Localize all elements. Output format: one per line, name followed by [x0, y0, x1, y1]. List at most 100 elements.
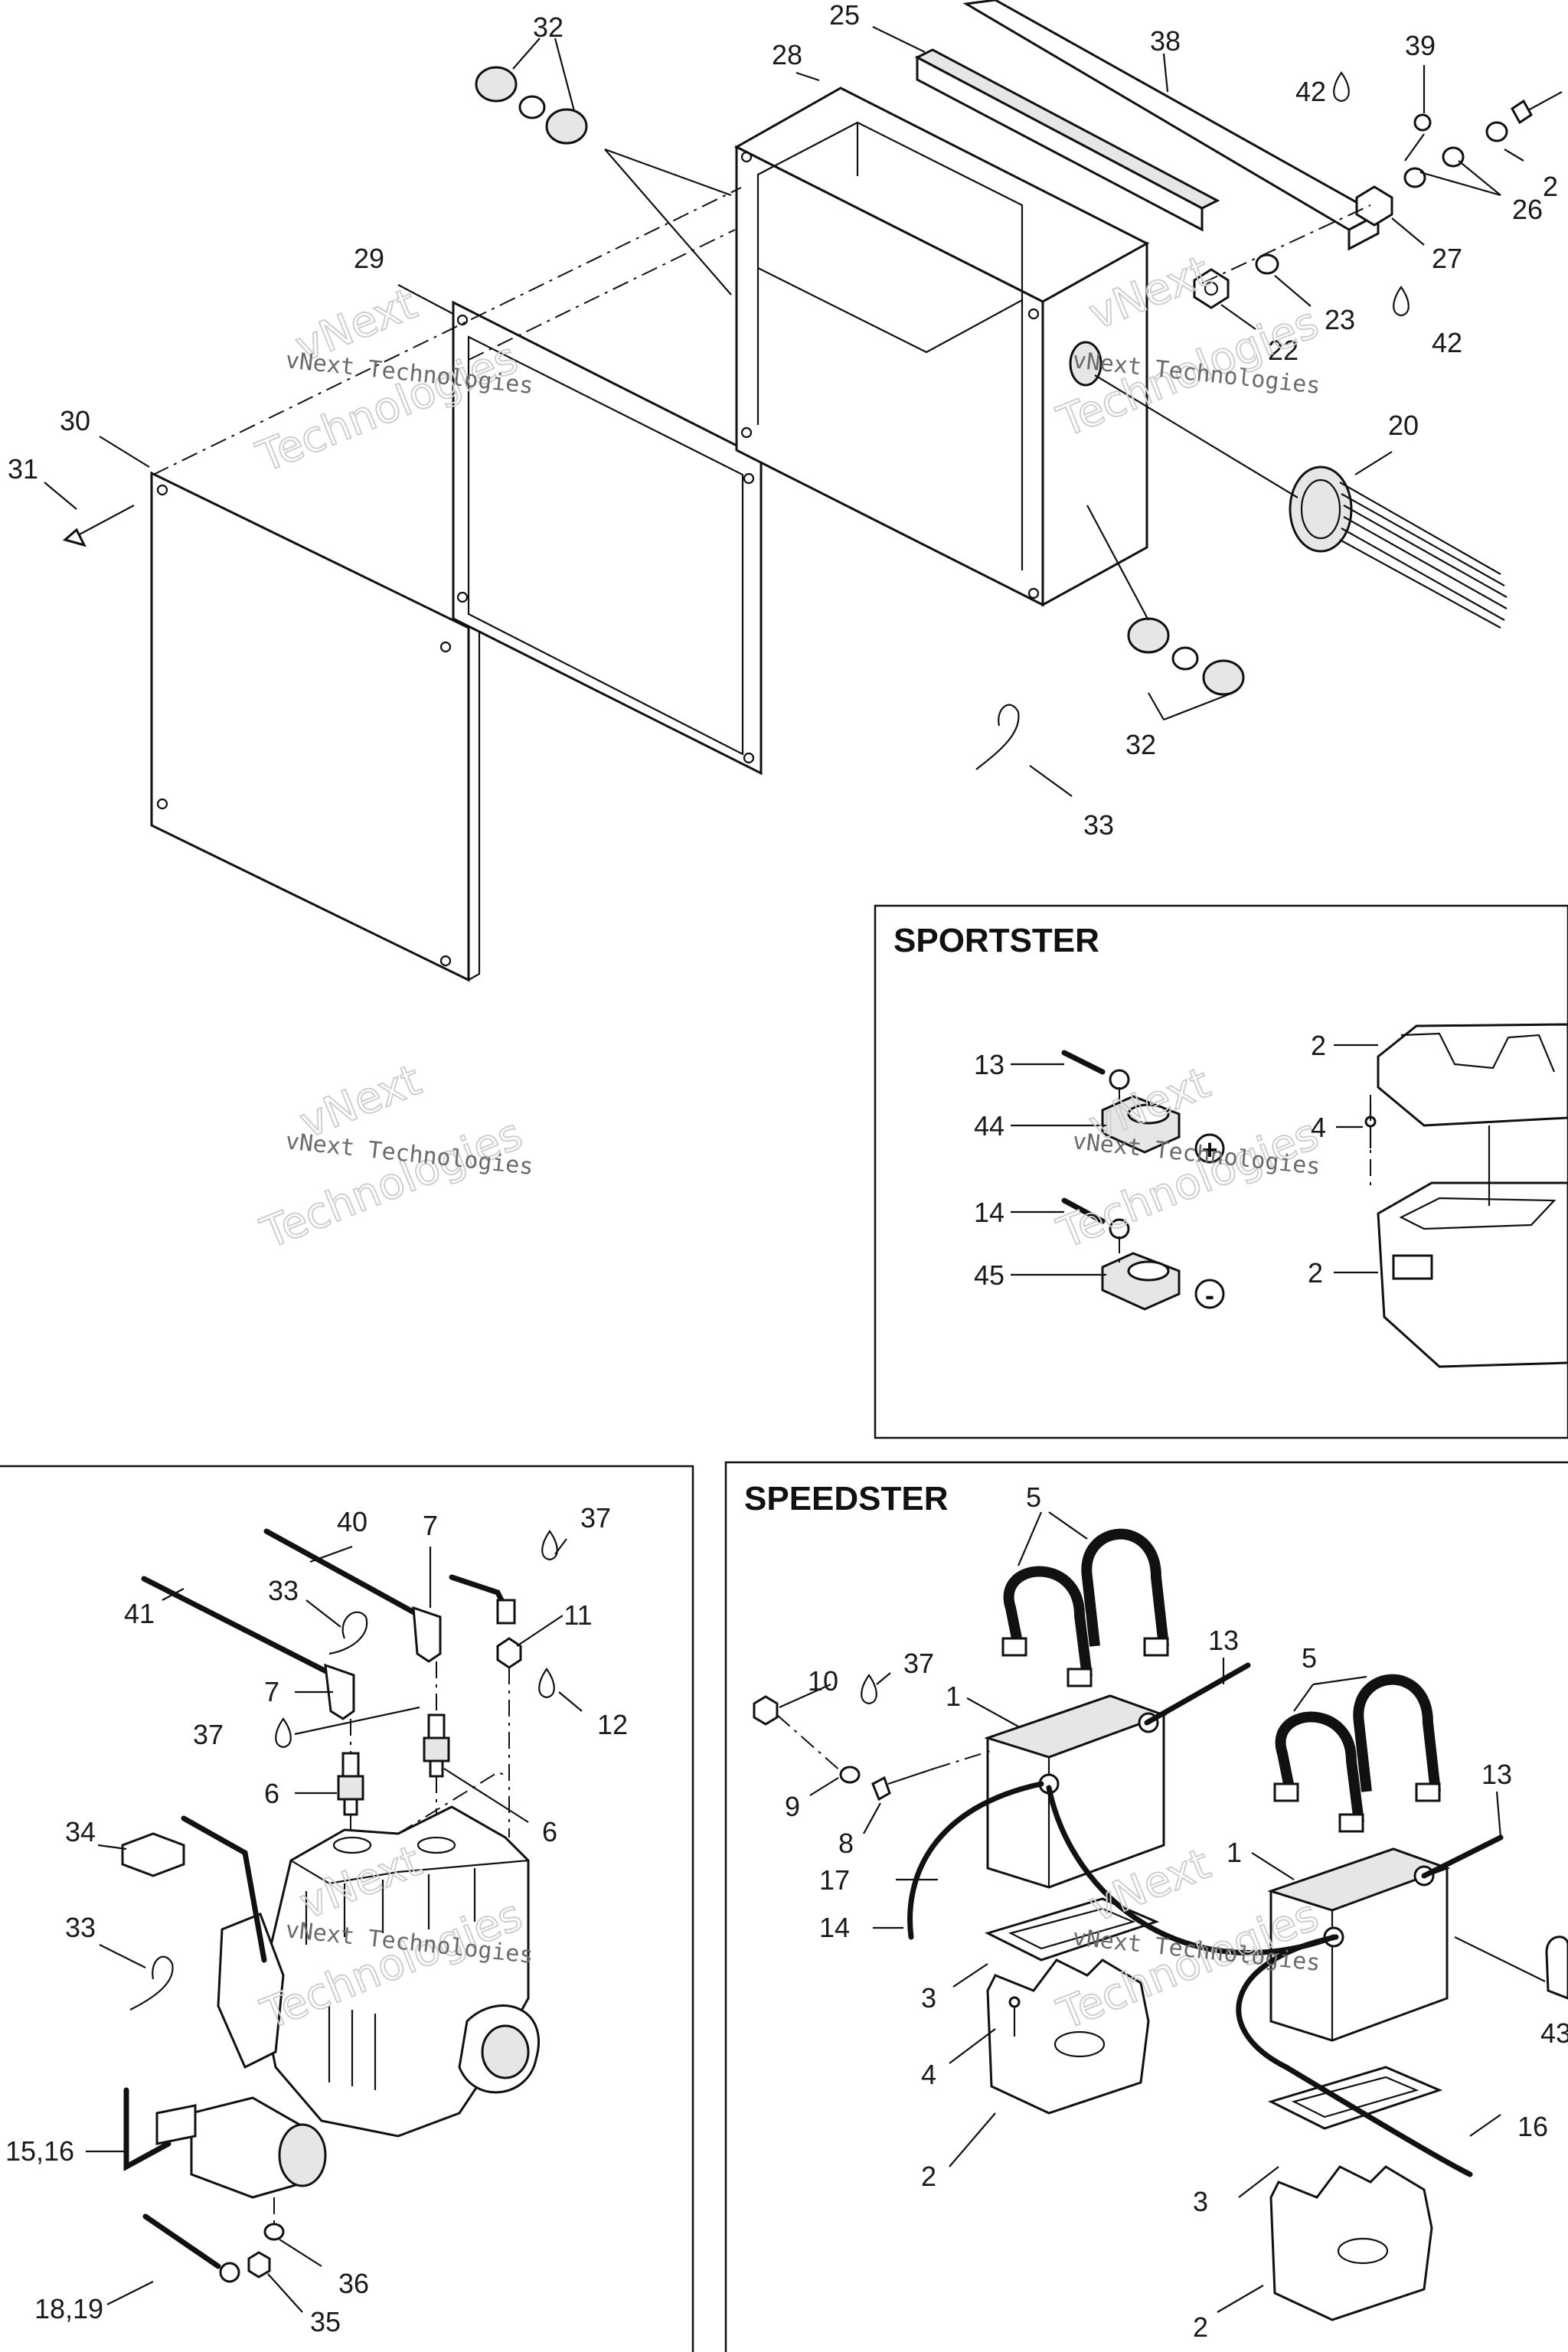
screw-31-head	[62, 528, 87, 547]
leader-line	[966, 1697, 1019, 1727]
oil-drop-icon	[275, 1717, 292, 1749]
tray-body	[1269, 2165, 1433, 2321]
callout-2-base: 2	[1308, 1257, 1323, 1289]
leader-line	[1048, 1511, 1088, 1540]
callout-33b: 33	[65, 1912, 96, 1943]
plug-port-b	[416, 1836, 456, 1854]
strap-right	[1081, 1528, 1169, 1647]
ground-wire	[181, 1815, 267, 1963]
callout-12: 12	[597, 1709, 628, 1740]
leader-line	[516, 1615, 564, 1647]
callout-41: 41	[124, 1598, 155, 1629]
cylinder-head-edge	[290, 1859, 529, 1885]
box-cable-port	[1069, 341, 1102, 387]
callout-27: 27	[1432, 243, 1462, 274]
positive-cable-13b	[1421, 1834, 1504, 1879]
oil-drop-icon	[538, 1668, 555, 1699]
leader-line	[872, 26, 926, 53]
callout-9: 9	[785, 1791, 800, 1822]
leader-line	[1238, 2166, 1279, 2198]
callout-3a: 3	[921, 1982, 936, 2014]
box-screw-hole	[740, 426, 753, 439]
wire-clip-34	[121, 1832, 185, 1877]
tie-strap-33b	[129, 1955, 174, 2011]
callout-23: 23	[1325, 304, 1355, 335]
bolt-8-head	[871, 1775, 891, 1802]
speedster-title: SPEEDSTER	[744, 1480, 949, 1517]
rivet-head	[1364, 1116, 1377, 1128]
leader-line	[1251, 1852, 1295, 1880]
cover-screw-hole	[156, 484, 168, 496]
gasket-inner	[467, 335, 744, 756]
grommet-set-bottom	[1127, 617, 1245, 696]
positive-cable-13a	[1144, 1662, 1251, 1726]
spark-plug-6b	[423, 1713, 450, 1778]
callout-33: 33	[1083, 809, 1114, 841]
plug-insulator	[341, 1752, 360, 1778]
battery-tray-2a	[986, 1958, 1150, 2115]
negative-terminal-assembly: -	[1061, 1197, 1225, 1311]
screw-39-shank	[1404, 133, 1425, 162]
leader-line	[779, 1683, 831, 1709]
positive-terminal-assembly: +	[1061, 1050, 1225, 1165]
arrow-line	[604, 149, 732, 296]
leader-line	[1504, 149, 1524, 162]
leader-line	[1162, 53, 1169, 93]
callout-38: 38	[1150, 25, 1181, 57]
callout-43: 43	[1540, 2017, 1568, 2049]
callout-11: 11	[564, 1599, 592, 1631]
leader-line	[1148, 692, 1165, 720]
starter-motor	[123, 2087, 327, 2199]
nut-27	[1355, 185, 1393, 227]
leader-line	[1312, 1675, 1367, 1686]
callout-20: 20	[1388, 410, 1419, 441]
leader-line	[279, 2239, 322, 2267]
tray-body	[986, 1958, 1150, 2115]
plus-symbol-circle	[1194, 1133, 1225, 1164]
callout-6: 6	[264, 1778, 279, 1809]
leader-line	[863, 1802, 881, 1834]
leader-line	[949, 2028, 996, 2064]
jumper-cable-17	[1046, 1785, 1337, 1956]
nut-22	[1193, 268, 1230, 309]
battery-straps-5a	[1001, 1528, 1169, 1687]
callout-42: 42	[1295, 76, 1326, 107]
harness-connector	[1289, 466, 1508, 629]
negative-cable-14	[1061, 1197, 1106, 1224]
seal-strip-face	[916, 55, 1204, 232]
leader-line	[1391, 217, 1425, 246]
leader-line	[558, 1691, 583, 1712]
negative-cable-14	[907, 1781, 1044, 1940]
push-rivet-head	[1008, 1996, 1021, 2008]
top-callouts: 32 25 28 38 39 42 2 26 27 42 23 22 20 29…	[8, 0, 1558, 841]
callout-42b: 42	[1432, 327, 1462, 358]
callout-13: 13	[974, 1049, 1004, 1080]
callout-14b: 14	[819, 1912, 850, 1943]
nut-10	[753, 1695, 779, 1726]
leader-line	[267, 2273, 303, 2313]
oil-drop-icon	[1393, 286, 1410, 317]
crankshaft-end	[481, 2024, 530, 2079]
battery-1a	[984, 1694, 1168, 1889]
leader-line	[1274, 275, 1312, 307]
leader-line	[1454, 1936, 1546, 1982]
leader-line	[1017, 1511, 1043, 1566]
leader-line	[809, 1777, 839, 1796]
tie-strap-33a	[328, 1611, 368, 1655]
engine-block	[217, 1805, 540, 2138]
leader-line	[162, 1588, 185, 1601]
base-handle	[1392, 1254, 1433, 1280]
strap-buckle	[1415, 1782, 1441, 1802]
nut-35	[247, 2251, 271, 2278]
rubber-pad-3b	[1267, 2066, 1443, 2130]
washer-9	[839, 1766, 861, 1784]
callout-35: 35	[310, 2306, 341, 2337]
grommet-cap	[475, 66, 518, 103]
callout-33: 33	[268, 1575, 299, 1606]
screw-31-shank	[76, 505, 135, 537]
gasket-hole	[456, 314, 469, 326]
sportster-panel: SPORTSTER +	[874, 904, 1568, 1439]
cover-screw-hole	[439, 641, 452, 653]
callout-36: 36	[338, 2268, 369, 2299]
